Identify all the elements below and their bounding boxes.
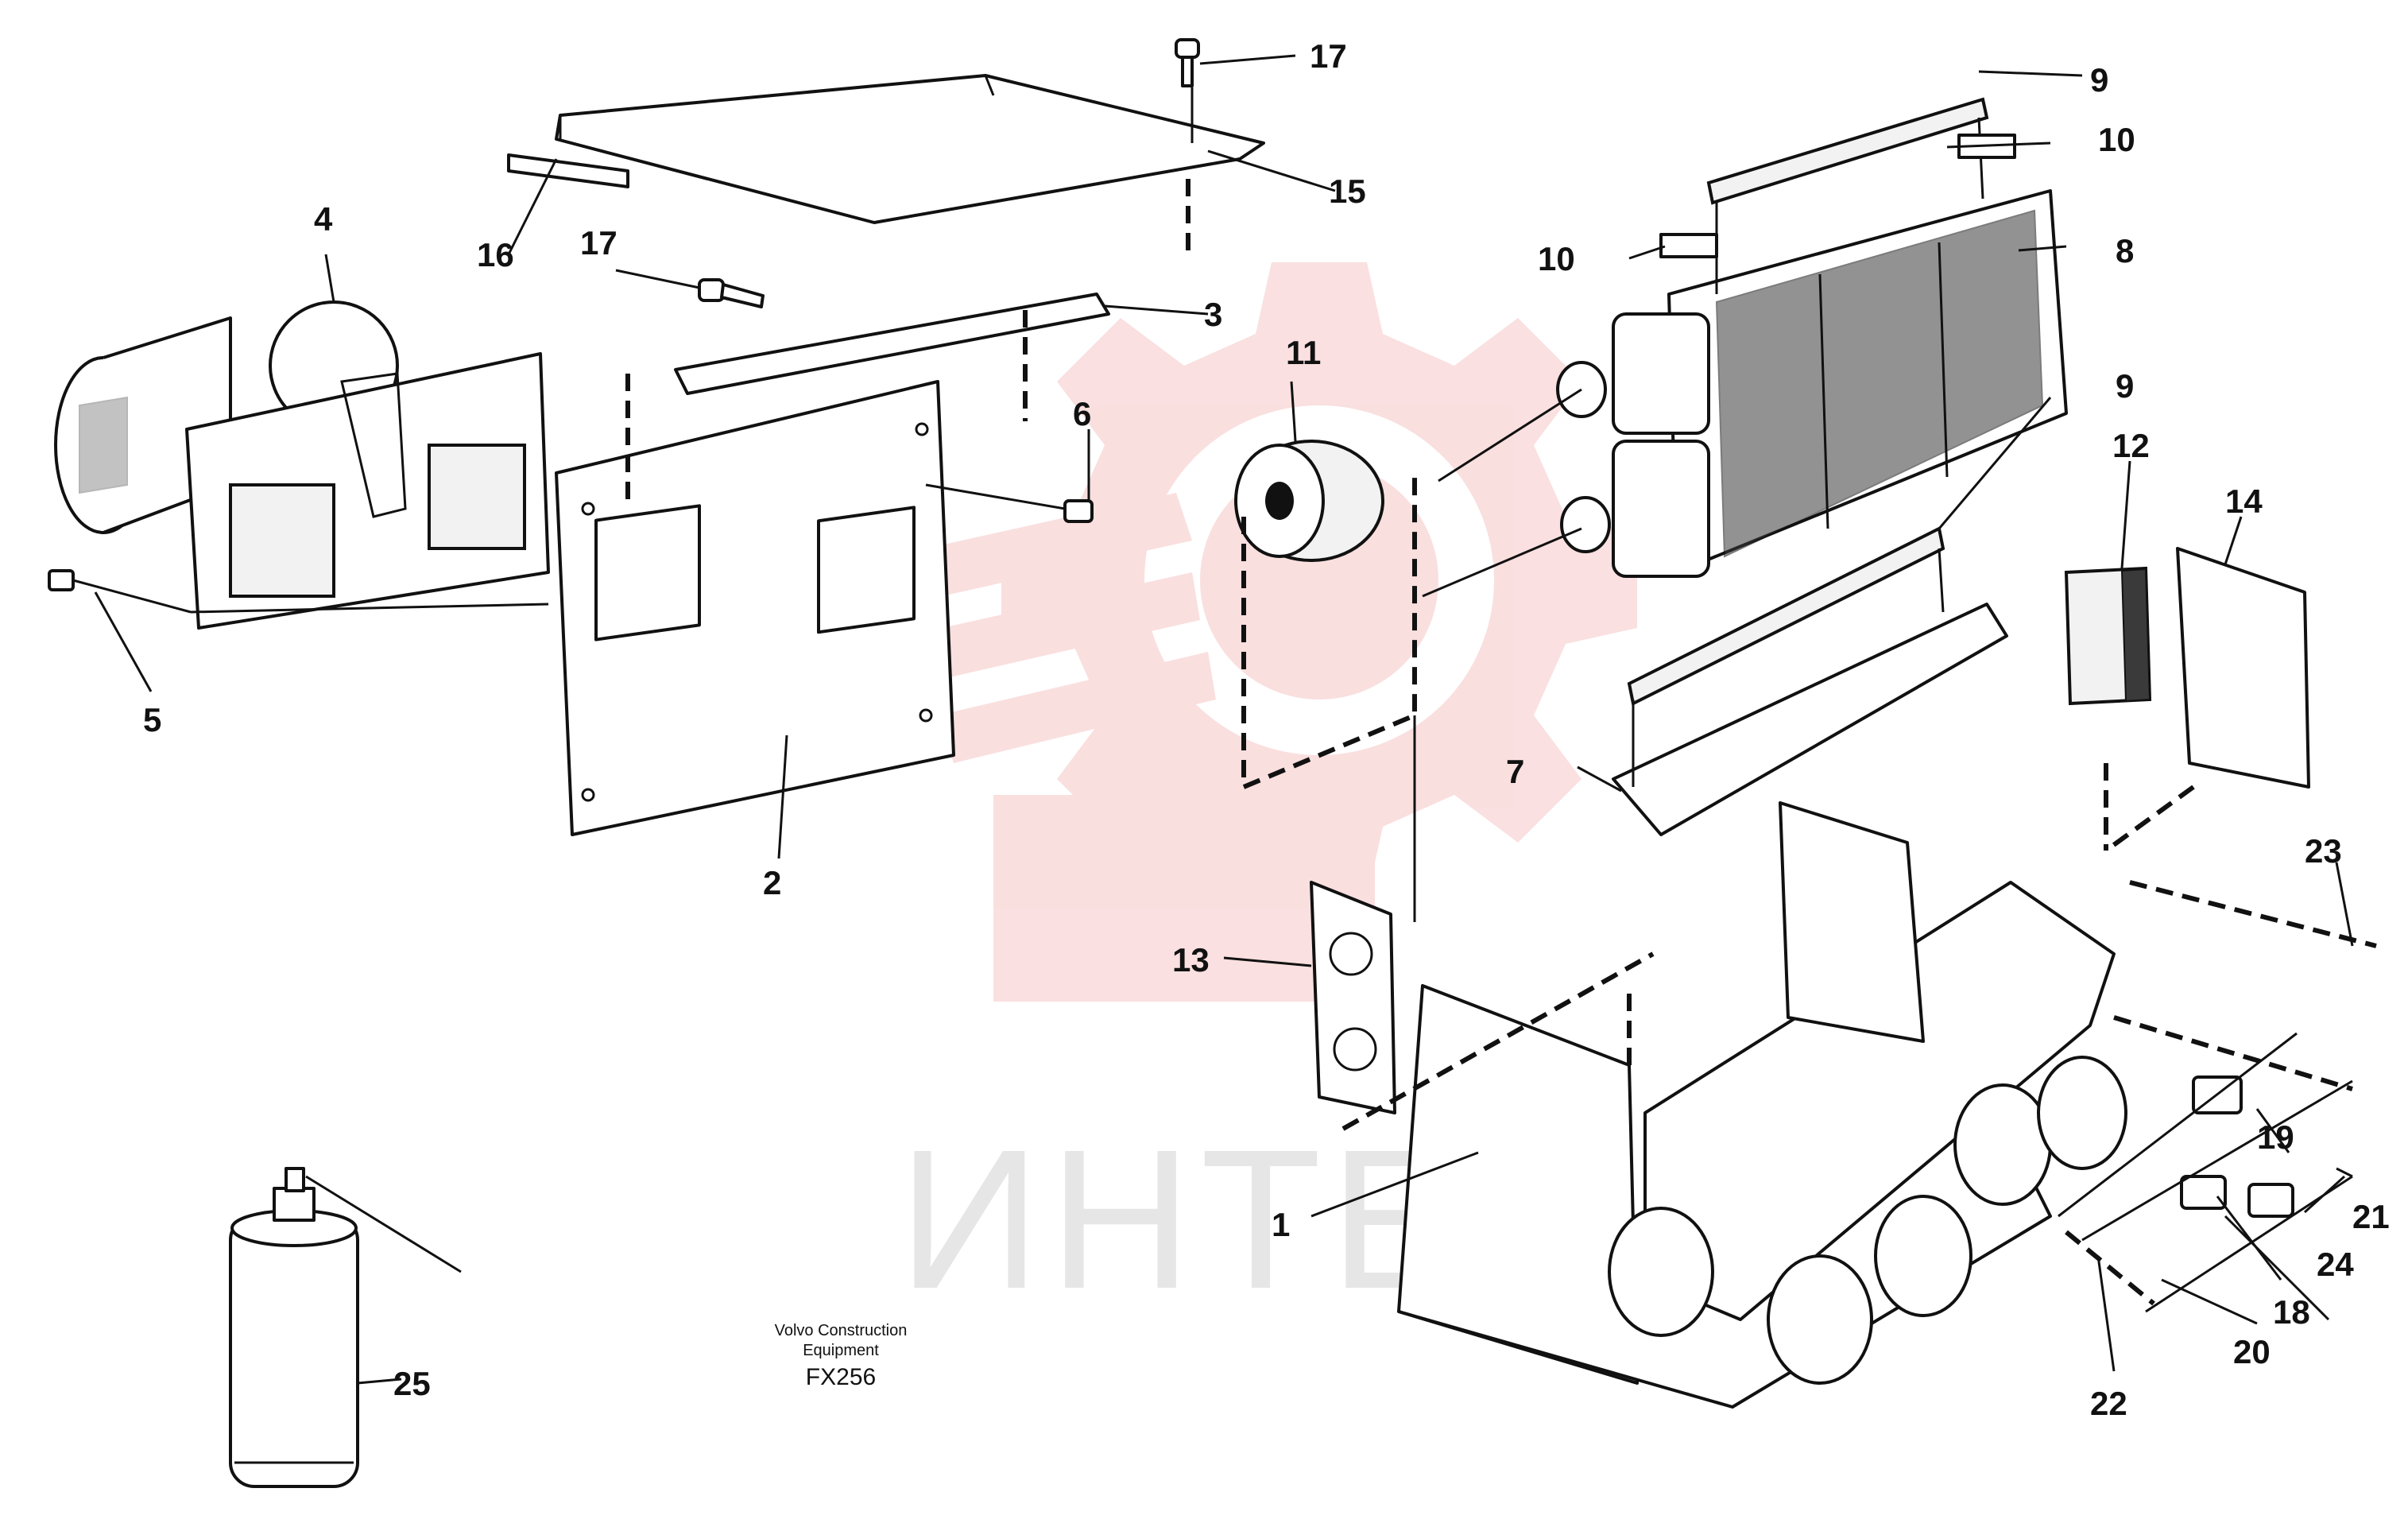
part-3-bar [625, 293, 1110, 509]
part-9-seal-middle [1627, 526, 1945, 706]
callout-9-middle: 9 [2116, 367, 2134, 405]
part-7-channel [1612, 548, 2008, 836]
part-16-rod [507, 153, 629, 188]
callout-2: 2 [763, 864, 781, 901]
callout-14: 14 [2225, 483, 2263, 520]
part-25-spray-can [229, 1167, 462, 1488]
callout-9-top: 9 [2090, 61, 2108, 99]
part-18-terminal-block [2180, 1175, 2227, 1210]
part-17-bolt-middle [698, 278, 765, 308]
caption-line-2: Equipment [803, 1342, 879, 1359]
callout-1: 1 [1272, 1206, 1290, 1243]
part-10-clip-left [1659, 233, 1718, 258]
drawing-caption: Volvo Construction Equipment FX256 [775, 1322, 908, 1390]
callout-7: 7 [1506, 753, 1524, 790]
callout-16: 16 [477, 236, 514, 273]
callout-8: 8 [2116, 232, 2134, 269]
part-13-bracket [1310, 715, 1416, 1114]
callout-12: 12 [2112, 427, 2150, 464]
callout-20: 20 [2233, 1333, 2271, 1370]
part-17-bolt-top [1175, 38, 1200, 87]
callout-15: 15 [1329, 172, 1366, 210]
part-5-screw [48, 569, 192, 614]
part-15-top-cover [555, 74, 1265, 224]
callout-labels: 1 2 3 4 5 6 7 8 9 9 10 10 11 12 13 14 15… [143, 37, 2390, 1422]
cables [2058, 880, 2377, 1321]
callout-4: 4 [314, 200, 333, 238]
caption-code: FX256 [806, 1364, 876, 1390]
watermark-logo [890, 262, 1637, 1002]
part-1-housing [1341, 801, 2127, 1409]
part-8-heater-core [1422, 189, 2068, 598]
callout-25: 25 [393, 1365, 431, 1402]
callout-13: 13 [1172, 941, 1210, 979]
part-11-seal [1234, 440, 1417, 791]
callout-22: 22 [2090, 1385, 2127, 1422]
caption-line-1: Volvo Construction [775, 1322, 908, 1339]
callout-21: 21 [2352, 1198, 2390, 1235]
part-24-terminal-block [2247, 1183, 2294, 1218]
callout-17-middle: 17 [580, 224, 617, 262]
callout-23: 23 [2305, 832, 2342, 870]
part-4-blower-fan [54, 300, 550, 630]
callout-19: 19 [2257, 1118, 2294, 1156]
callout-5: 5 [143, 701, 161, 738]
callout-6: 6 [1073, 395, 1091, 432]
callout-24: 24 [2317, 1246, 2354, 1283]
part-14-side-plate [2104, 547, 2310, 853]
part-12-filter-block [2064, 566, 2152, 706]
part-6-bolt [925, 483, 1094, 523]
callout-17-top: 17 [1310, 37, 1347, 75]
callout-3: 3 [1204, 296, 1222, 333]
callout-10-left: 10 [1538, 240, 1575, 277]
callout-10-right: 10 [2098, 121, 2135, 158]
leader-lines [94, 54, 2354, 1385]
part-2-mounting-plate [555, 380, 955, 836]
callout-18: 18 [2273, 1293, 2310, 1331]
watermark-gear-icon [1001, 262, 1637, 898]
callout-11: 11 [1286, 334, 1321, 371]
